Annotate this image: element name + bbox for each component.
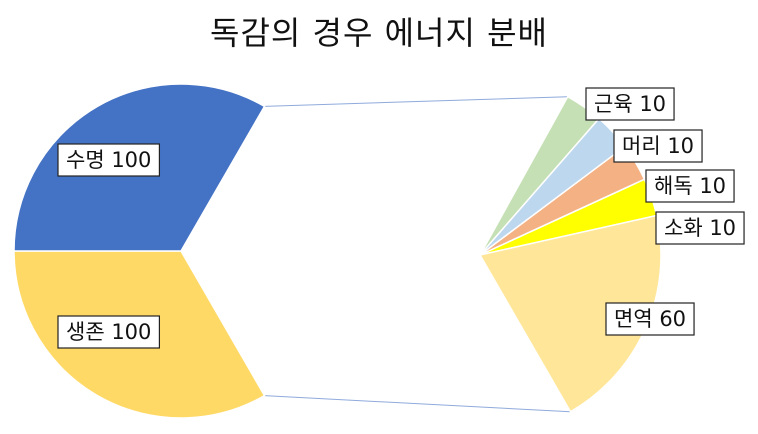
connector-lines bbox=[264, 96, 571, 413]
data-label-main-1: 생존 100 bbox=[57, 315, 161, 349]
data-label-secondary-1: 머리 10 bbox=[613, 129, 703, 163]
data-label-secondary-0: 근육 10 bbox=[585, 87, 675, 121]
data-label-secondary-3-text: 소화 10 bbox=[664, 216, 736, 240]
data-label-secondary-4-box bbox=[605, 302, 695, 336]
data-label-secondary-2-box bbox=[645, 169, 735, 203]
secondary-pie bbox=[478, 95, 662, 413]
data-label-secondary-4: 면역 60 bbox=[605, 302, 695, 336]
data-label-secondary-0-box bbox=[585, 87, 675, 121]
data-label-secondary-3: 소화 10 bbox=[655, 211, 745, 245]
connector-line-bottom bbox=[264, 395, 571, 413]
chart-title: 독감의 경우 에너지 분배 bbox=[210, 14, 548, 52]
data-label-secondary-0-text: 근육 10 bbox=[594, 92, 666, 116]
data-label-secondary-2-text: 해독 10 bbox=[654, 174, 726, 198]
data-labels: 수명 100 생존 100 근육 10 머리 10 해독 10 소화 10 면역 60 bbox=[57, 87, 745, 349]
data-label-main-1-box bbox=[57, 315, 161, 349]
main-pie bbox=[13, 83, 266, 419]
data-label-secondary-1-text: 머리 10 bbox=[622, 134, 694, 158]
data-label-main-0-text: 수명 100 bbox=[66, 148, 151, 172]
data-label-secondary-3-box bbox=[655, 211, 745, 245]
data-label-main-0-box bbox=[57, 143, 161, 177]
data-label-main-1-text: 생존 100 bbox=[66, 320, 151, 344]
data-label-secondary-1-box bbox=[613, 129, 703, 163]
data-label-main-0: 수명 100 bbox=[57, 143, 161, 177]
data-label-secondary-2: 해독 10 bbox=[645, 169, 735, 203]
connector-line-top bbox=[264, 96, 568, 107]
data-label-secondary-4-text: 면역 60 bbox=[614, 307, 686, 331]
